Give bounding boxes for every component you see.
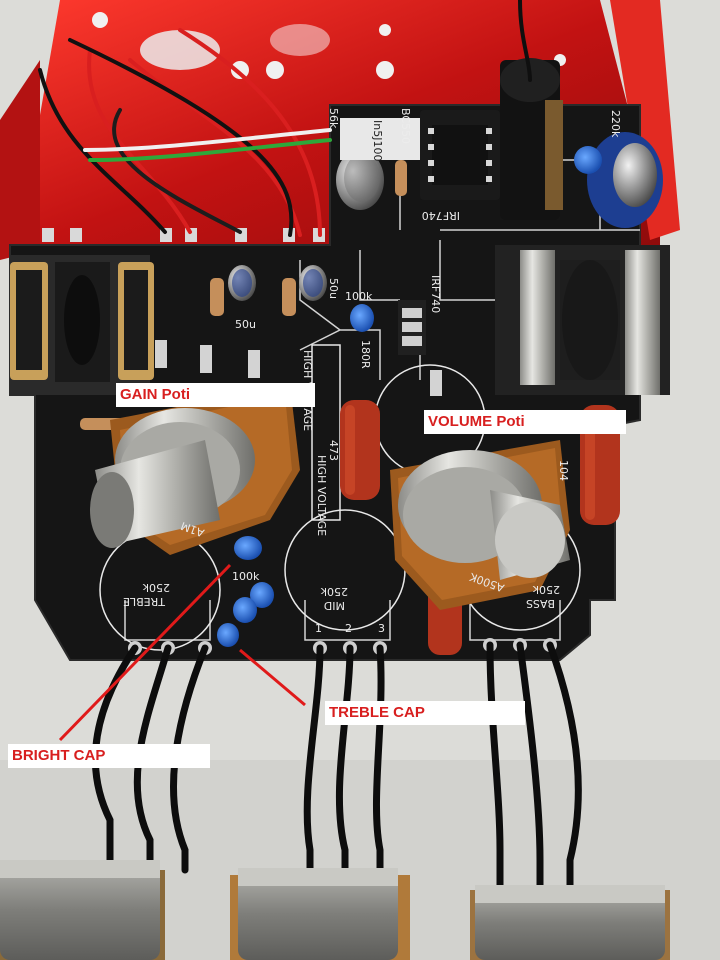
silk-180r: 180R: [359, 340, 372, 369]
silk-pin3: 3: [378, 622, 385, 635]
silk-100k-top: 100k: [345, 290, 373, 303]
treble-pot-bottom: [0, 860, 165, 960]
bright-cap-arrow: [58, 563, 232, 742]
silk-mid: MID: [324, 599, 345, 612]
silk-high-voltage-2: HIGH VOLTAGE: [315, 455, 328, 536]
silk-pin1: 1: [315, 622, 322, 635]
silk-treble-250k: 250k: [142, 581, 170, 594]
gain-potentiometer: [90, 385, 300, 555]
output-jack-right: [495, 245, 670, 395]
bright-cap-label: BRIGHT CAP: [8, 744, 210, 768]
silk-50u-right: 50u: [327, 278, 340, 299]
silk-in5j100: In5J100: [371, 120, 384, 161]
gain-poti-label: GAIN Poti: [116, 383, 315, 407]
silk-bass-250k: 250k: [532, 583, 560, 596]
silk-mid-250k: 250k: [320, 585, 348, 598]
silk-treble: TREBLE: [123, 595, 166, 608]
silk-pin2: 2: [345, 622, 352, 635]
mid-pot-bottom: [230, 868, 410, 960]
silk-56k: 56k: [327, 108, 340, 129]
silk-220k: 220k: [609, 110, 622, 138]
silk-104: 104: [557, 460, 570, 481]
treble-cap-arrow: [239, 648, 306, 707]
silk-473: 473: [327, 440, 340, 461]
treble-cap-label: TREBLE CAP: [325, 701, 525, 725]
silk-bass: BASS: [526, 597, 555, 610]
volume-poti-label: VOLUME Poti: [424, 410, 626, 434]
volume-potentiometer: [390, 440, 570, 610]
silk-bc550: BC550: [399, 108, 412, 144]
bass-pot-bottom: [470, 885, 670, 960]
silk-50u-left: 50u: [235, 318, 256, 331]
silk-irf740-top: IRF740: [422, 209, 460, 222]
silk-irf740-mid: IRF740: [429, 275, 442, 313]
silk-100k-bottom: 100k: [232, 570, 260, 583]
input-jack-left: [10, 255, 154, 395]
